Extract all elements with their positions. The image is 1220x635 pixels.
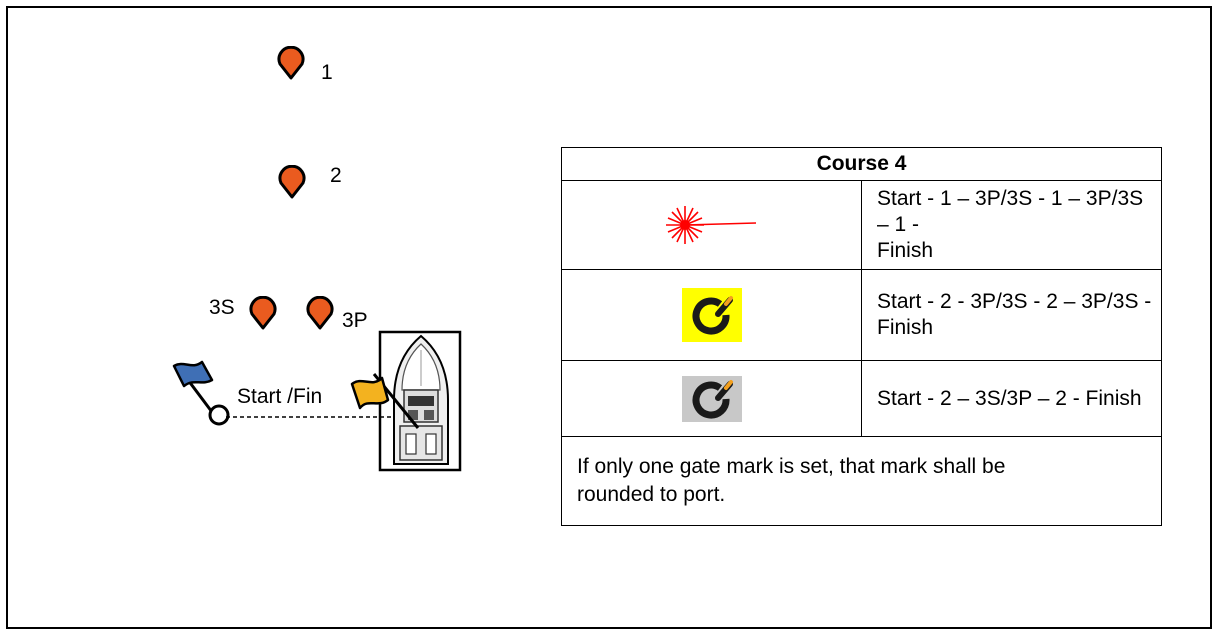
course-note-line1: If only one gate mark is set, that mark …	[577, 453, 1153, 481]
table-row: Start - 2 - 3P/3S - 2 – 3P/3S - Finish	[562, 270, 1162, 361]
buoy-marker-icon	[278, 165, 306, 199]
course-row-text-cont: Finish	[877, 315, 1153, 341]
yellow-flag-icon	[348, 364, 428, 434]
course-table: Course 4	[561, 147, 1162, 526]
buoy-marker-icon	[249, 296, 277, 330]
laser-icon	[562, 181, 862, 270]
course-row-text: Start - 1 – 3P/3S - 1 – 3P/3S – 1 -	[877, 186, 1153, 238]
table-row: Start - 1 – 3P/3S - 1 – 3P/3S – 1 - Fini…	[562, 181, 1162, 270]
buoy-marker-icon	[306, 296, 334, 330]
buoy-marker-icon	[277, 46, 305, 80]
mark-label-3s: 3S	[209, 297, 235, 318]
yellow-power-icon	[562, 270, 862, 361]
course-note: If only one gate mark is set, that mark …	[562, 437, 1162, 526]
course-note-line2: rounded to port.	[577, 481, 1153, 509]
course-title: Course 4	[562, 148, 1162, 181]
table-row: If only one gate mark is set, that mark …	[562, 437, 1162, 526]
table-row: Start - 2 – 3S/3P – 2 - Finish	[562, 361, 1162, 437]
course-row-text: Start - 2 - 3P/3S - 2 – 3P/3S -	[877, 289, 1153, 315]
course-row-text-cont: Finish	[877, 238, 1153, 264]
mark-label-3p: 3P	[342, 310, 368, 331]
course-row-text: Start - 2 – 3S/3P – 2 - Finish	[877, 386, 1153, 412]
start-line-label: Start /Fin	[237, 386, 322, 407]
mark-label-2: 2	[330, 165, 342, 186]
gray-power-icon	[562, 361, 862, 437]
mark-label-1: 1	[321, 62, 333, 83]
